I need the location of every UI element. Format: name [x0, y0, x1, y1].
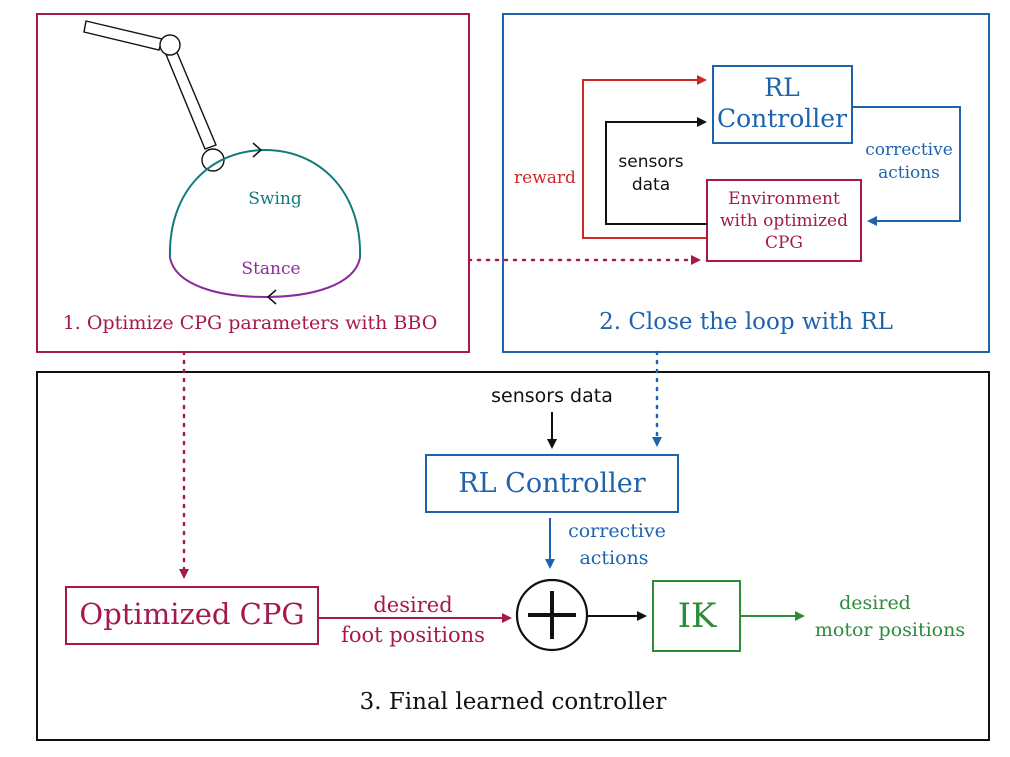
sensors-data-input-label: sensors data — [491, 385, 613, 407]
lower-leg-segment — [164, 49, 217, 150]
sum-node — [515, 578, 589, 652]
panel-close-loop: RL Controller Environment with optimized… — [502, 13, 990, 353]
stance-direction-chevron — [266, 289, 277, 305]
panel2-border — [502, 13, 990, 353]
sensors-data-label-line1: sensors — [618, 152, 683, 172]
swing-label: Swing — [248, 189, 302, 209]
desired-motor-positions-label-line1: desired — [839, 592, 911, 614]
final-rl-controller-box — [425, 454, 679, 513]
desired-motor-positions-label-line2: motor positions — [815, 619, 965, 641]
panel-optimize-cpg: Swing Stance 1. Optimize CPG parameters … — [36, 13, 470, 353]
rl-controller-label-line2: Controller — [717, 104, 847, 133]
corrective-actions-arrow — [852, 106, 961, 226]
reward-label: reward — [514, 168, 576, 188]
panel2-title: 2. Close the loop with RL — [599, 309, 893, 335]
reward-arrow — [582, 75, 707, 239]
leg-drawing — [83, 20, 225, 172]
rl-controller-label-line1: RL — [764, 73, 799, 102]
desired-foot-positions-label-line1: desired — [373, 593, 452, 617]
ik-label: IK — [678, 596, 717, 636]
final-corrective-actions-label-line1: corrective — [568, 520, 666, 542]
swing-direction-chevron — [252, 142, 263, 158]
panel1-title: 1. Optimize CPG parameters with BBO — [63, 312, 438, 334]
environment-label-line2: with optimized — [720, 211, 848, 231]
environment-label-line3: CPG — [765, 233, 803, 253]
sensors-data-arrow — [605, 117, 707, 225]
desired-foot-positions-label-line2: foot positions — [341, 623, 485, 647]
final-corrective-actions-label-line2: actions — [579, 547, 648, 569]
swing-trajectory — [168, 148, 362, 259]
panel-final-controller: sensors data RL Controller corrective ac… — [36, 371, 990, 741]
panel1-border — [36, 13, 470, 353]
optimized-cpg-label: Optimized CPG — [79, 597, 304, 631]
corrective-actions-label-line2: actions — [878, 163, 940, 183]
foot-joint — [201, 148, 225, 172]
panel3-title: 3. Final learned controller — [360, 689, 667, 715]
environment-box — [706, 179, 862, 262]
stance-label: Stance — [241, 259, 300, 279]
upper-leg-segment — [83, 20, 163, 51]
environment-label-line1: Environment — [728, 189, 840, 209]
optimized-cpg-box — [65, 586, 319, 645]
sensors-data-label-line2: data — [632, 175, 670, 195]
corrective-actions-label-line1: corrective — [865, 140, 953, 160]
stance-trajectory — [169, 257, 361, 299]
hip-joint — [159, 34, 181, 56]
final-rl-controller-label: RL Controller — [458, 468, 645, 499]
rl-controller-box — [712, 65, 853, 144]
panel3-border — [36, 371, 990, 741]
